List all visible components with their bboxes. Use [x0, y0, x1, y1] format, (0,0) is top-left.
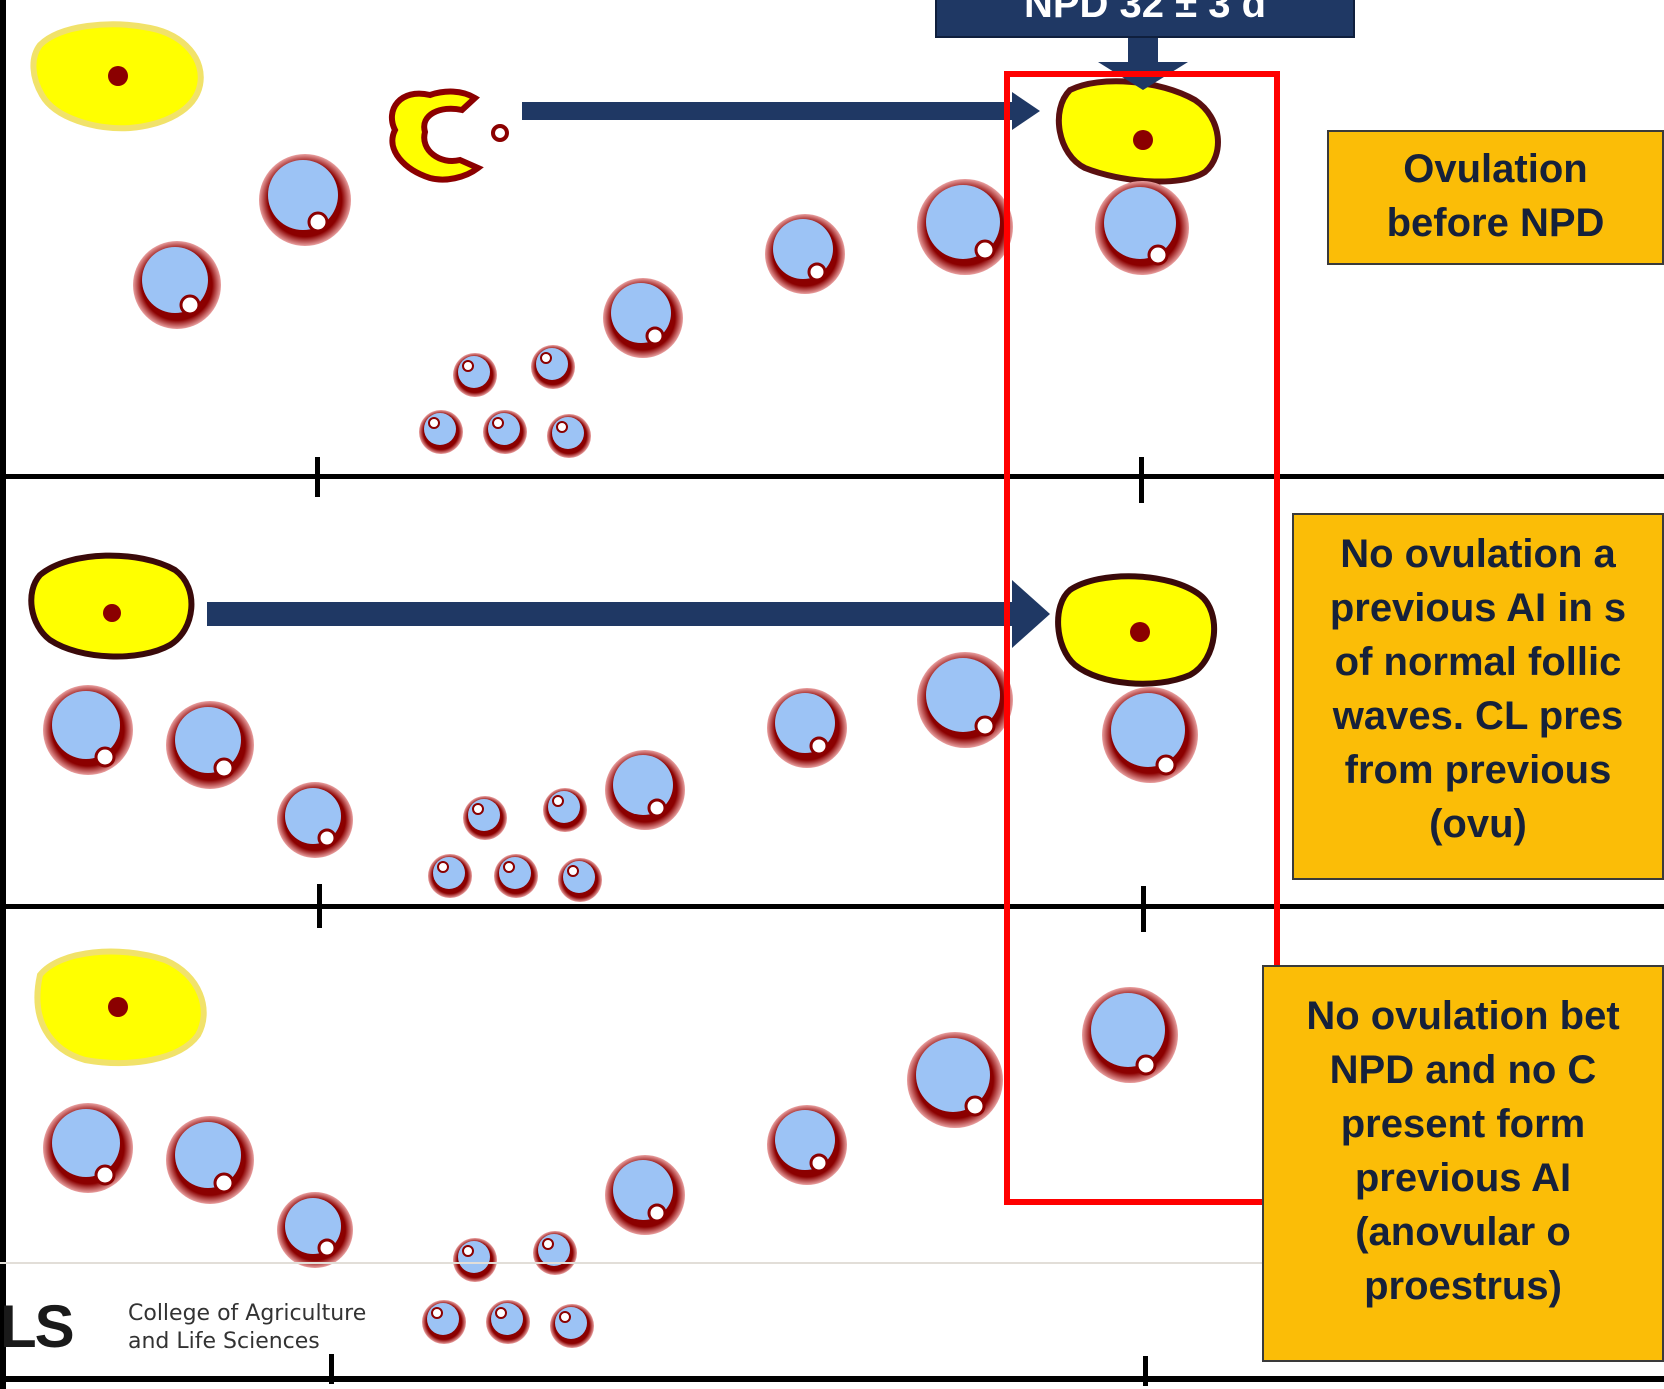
follicle-icon: [603, 278, 683, 358]
logo-line-1: College of Agriculture: [128, 1301, 367, 1326]
follicle-icon: [533, 1231, 577, 1275]
follicle-icon: [1095, 181, 1189, 275]
follicle-row-3-group: [43, 987, 1178, 1348]
timeline-tick: [315, 457, 320, 497]
follicle-icon: [486, 1300, 530, 1344]
label-line: from previous: [1344, 748, 1612, 792]
right-arrow-icon: [207, 580, 1050, 648]
timeline-tick: [1141, 886, 1146, 932]
logo-text: College of Agriculture and Life Sciences: [128, 1300, 366, 1356]
label-line: NPD and no C: [1329, 1048, 1597, 1092]
timeline-line: [0, 1376, 1664, 1382]
regressing-corpus-luteum-icon: [34, 948, 207, 1066]
follicle-icon: [419, 410, 463, 454]
label-line: before NPD: [1386, 201, 1605, 245]
follicle-icon: [277, 782, 353, 858]
corpus-luteum-icon: [28, 552, 195, 660]
follicle-icon: [917, 652, 1013, 748]
label-no-ovulation-cl-present: No ovulation a previous AI in s of norma…: [1292, 513, 1664, 880]
follicle-icon: [453, 1238, 497, 1282]
label-line: No ovulation a: [1340, 532, 1616, 576]
follicle-icon: [453, 353, 497, 397]
label-line: previous AI in s: [1329, 586, 1627, 630]
follicle-icon: [1102, 687, 1198, 783]
timeline-tick: [317, 884, 322, 928]
label-line: Ovulation: [1403, 147, 1588, 191]
follicle-icon: [605, 750, 685, 830]
npd-header-label: NPD 32 ± 3 d: [935, 0, 1355, 38]
follicle-icon: [1082, 987, 1178, 1083]
follicle-icon: [907, 1032, 1003, 1128]
follicle-icon: [917, 179, 1013, 275]
corpus-luteum-icon: [1055, 573, 1218, 687]
label-line: (anovular o: [1355, 1210, 1571, 1254]
timeline-line: [0, 474, 1664, 479]
corpus-luteum-icon: [1055, 78, 1221, 185]
follicle-icon: [483, 410, 527, 454]
timeline-tick: [1139, 457, 1144, 503]
regressing-corpus-luteum-icon: [30, 21, 204, 132]
follicle-icon: [463, 796, 507, 840]
label-no-ovulation-no-cl: No ovulation bet NPD and no C present fo…: [1262, 965, 1664, 1362]
timeline-line: [0, 904, 1664, 909]
timeline-tick: [1143, 1356, 1148, 1386]
label-line: (ovu): [1429, 802, 1527, 846]
follicle-icon: [166, 1116, 254, 1204]
timeline-row-1: [0, 457, 1664, 503]
left-axis-line: [0, 0, 6, 1389]
label-line: waves. CL pres: [1332, 694, 1624, 738]
follicle-icon: [494, 854, 538, 898]
label-line: No ovulation bet: [1306, 994, 1620, 1038]
follicle-icon: [277, 1192, 353, 1268]
follicle-icon: [422, 1300, 466, 1344]
npd-highlight-window: [1004, 71, 1280, 1205]
follicle-icon: [531, 345, 575, 389]
follicle-icon: [767, 1105, 847, 1185]
follicle-icon: [543, 788, 587, 832]
follicle-icon: [547, 414, 591, 458]
follicle-icon: [558, 858, 602, 902]
logo-mark: LS: [0, 1293, 75, 1360]
right-arrow-icon: [522, 92, 1040, 130]
label-line: previous AI: [1354, 1156, 1572, 1200]
label-ovulation-before-npd: Ovulation before NPD: [1327, 130, 1664, 265]
label-line: of normal follic: [1334, 640, 1622, 684]
follicle-icon: [43, 685, 133, 775]
follicle-row-1-group: [133, 154, 1189, 458]
logo-line-2: and Life Sciences: [128, 1329, 320, 1354]
follicle-icon: [605, 1155, 685, 1235]
follicle-icon: [259, 154, 351, 246]
follicle-icon: [166, 701, 254, 789]
follicle-icon: [428, 854, 472, 898]
follicle-icon: [767, 688, 847, 768]
follicle-icon: [765, 214, 845, 294]
follicle-row-2-group: [43, 652, 1198, 902]
timeline-tick: [329, 1354, 334, 1384]
follicle-icon: [550, 1304, 594, 1348]
follicle-icon: [43, 1103, 133, 1193]
label-line: present form: [1340, 1102, 1586, 1146]
timeline-row-2: [0, 884, 1664, 932]
ovulating-follicle-icon: [388, 88, 509, 183]
timeline-row-3: [0, 1354, 1664, 1386]
footer-divider: [0, 1262, 1664, 1264]
follicle-icon: [133, 241, 221, 329]
label-line: proestrus): [1364, 1264, 1562, 1308]
